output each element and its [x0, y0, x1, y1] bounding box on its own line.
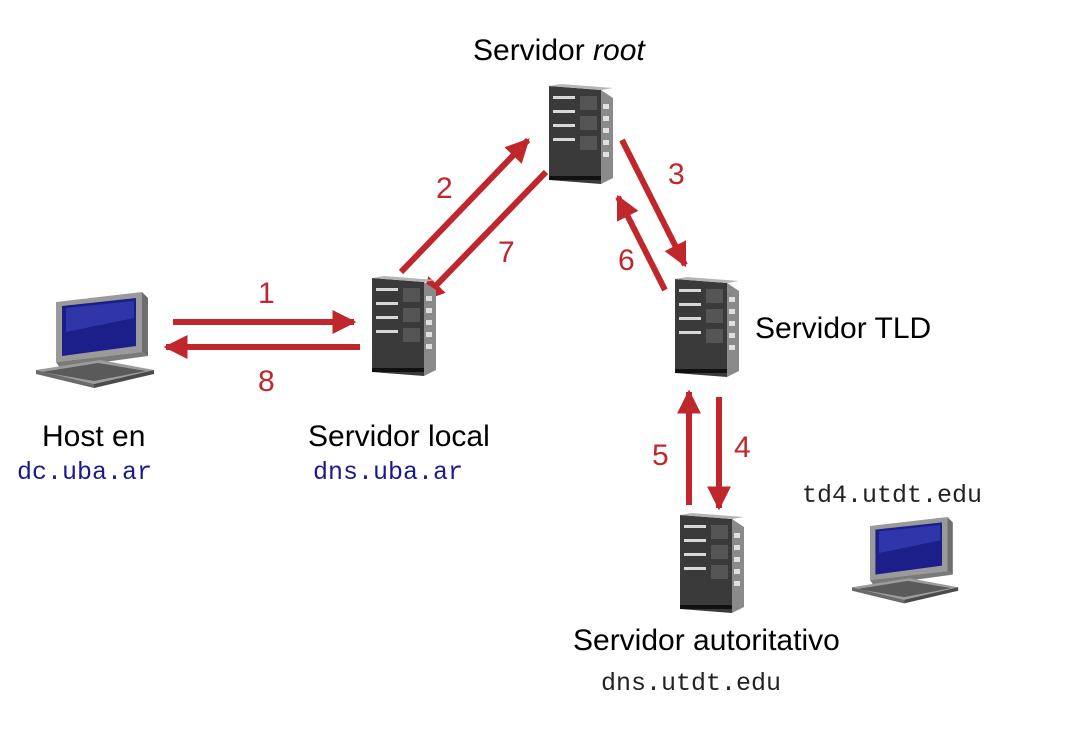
local-server-title: Servidor local — [308, 420, 490, 453]
root-server-icon — [549, 84, 613, 184]
host-computer-icon — [36, 292, 154, 388]
step-label-4: 4 — [734, 431, 751, 464]
host-title: Host en — [42, 420, 145, 453]
auth-server-icon — [680, 513, 744, 613]
arrow-step-7 — [419, 169, 549, 303]
target-host-domain: td4.utdt.edu — [802, 481, 982, 510]
step-label-3: 3 — [668, 158, 685, 191]
step-label-1: 1 — [258, 277, 275, 310]
step-label-8: 8 — [258, 365, 275, 398]
auth-server-domain: dns.utdt.edu — [601, 669, 781, 698]
step-label-2: 2 — [436, 172, 453, 205]
arrow-step-3 — [619, 138, 688, 268]
step-label-6: 6 — [618, 244, 635, 277]
arrow-step-2 — [398, 137, 531, 275]
auth-server-title: Servidor autoritativo — [573, 624, 840, 657]
host-domain: dc.uba.ar — [17, 458, 152, 487]
root-server-title: Servidor root — [473, 34, 646, 67]
local-server-domain: dns.uba.ar — [313, 458, 463, 487]
step-label-7: 7 — [498, 236, 515, 269]
arrow-step-6 — [615, 194, 668, 292]
step-label-5: 5 — [652, 439, 669, 472]
tld-server-icon — [675, 277, 739, 377]
local-server-icon — [372, 276, 436, 376]
tld-server-title: Servidor TLD — [755, 312, 931, 345]
target-computer-icon — [852, 517, 959, 604]
